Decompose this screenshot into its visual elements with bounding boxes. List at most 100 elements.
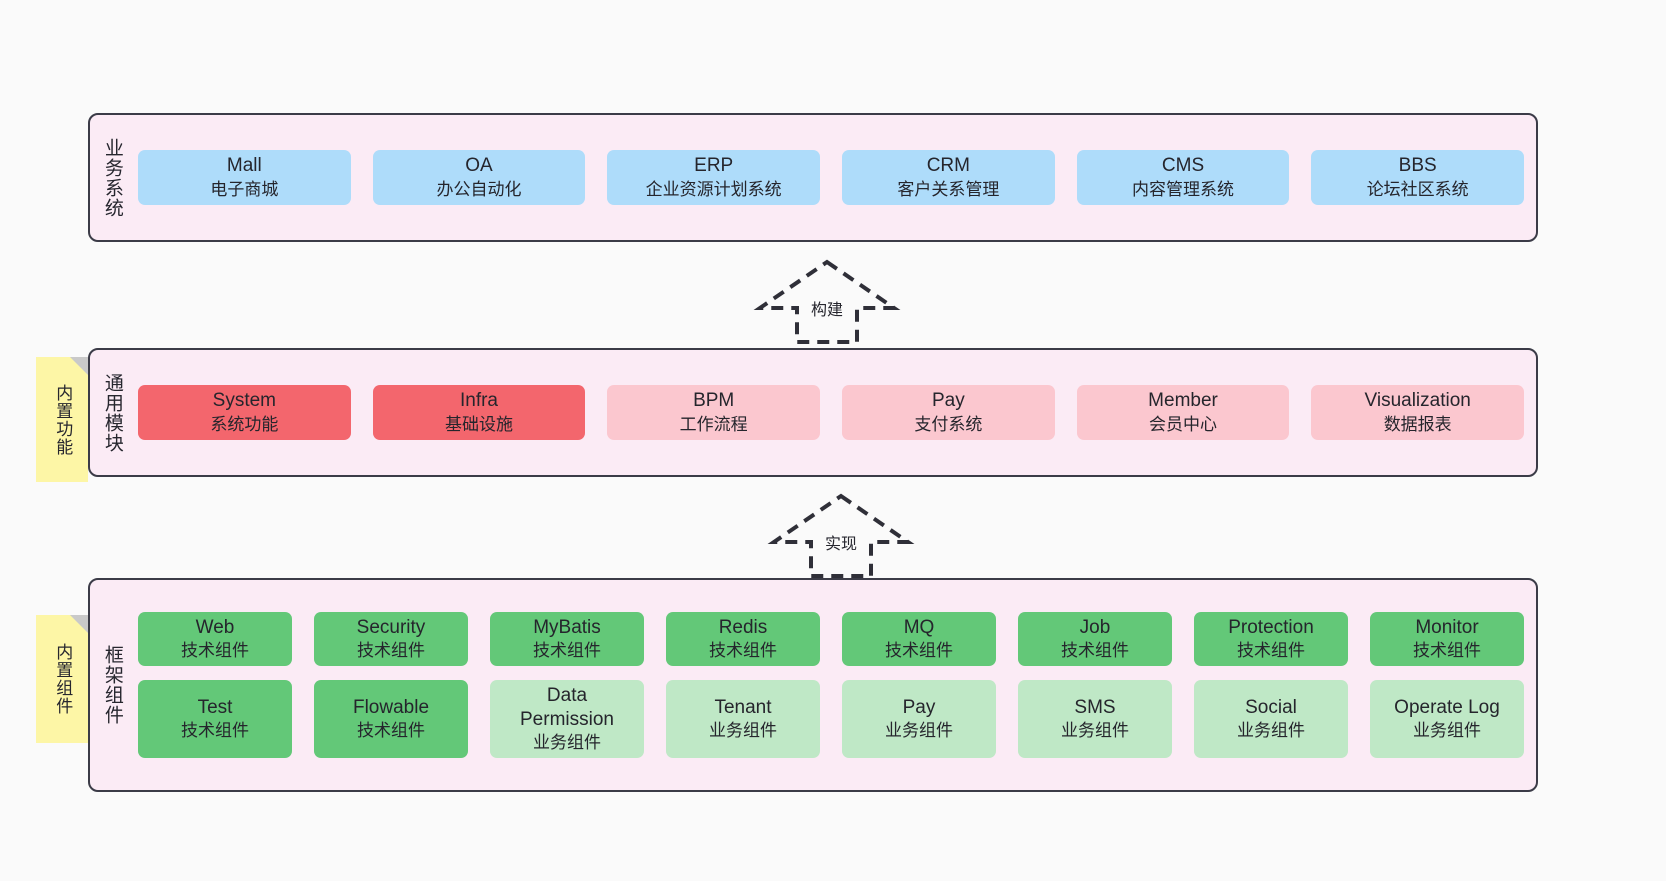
card-flowable[interactable]: Flowable 技术组件 <box>314 679 468 759</box>
card-sms[interactable]: SMS 业务组件 <box>1018 679 1172 759</box>
card-mybatis[interactable]: MyBatis 技术组件 <box>490 611 644 666</box>
card-operate-log[interactable]: Operate Log 业务组件 <box>1370 679 1524 759</box>
card-pay[interactable]: Pay 支付系统 <box>842 385 1055 440</box>
card-visualization[interactable]: Visualization 数据报表 <box>1311 385 1525 440</box>
section-title-framework-components: 框架组件 <box>101 645 123 725</box>
card-subtitle: 技术组件 <box>709 641 777 661</box>
card-title: BBS <box>1398 155 1437 177</box>
card-row: System 系统功能 Infra 基础设施 BPM 工作流程 Pay 支付系统… <box>138 385 1525 440</box>
sticky-note-builtin-components: 内置组件 <box>36 615 88 743</box>
card-bbs[interactable]: BBS 论坛社区系统 <box>1311 150 1525 205</box>
card-tenant[interactable]: Tenant 业务组件 <box>666 679 820 759</box>
card-monitor[interactable]: Monitor 技术组件 <box>1370 611 1524 666</box>
connector-implement-arrow: 实现 <box>766 492 916 580</box>
card-subtitle: 业务组件 <box>533 733 601 753</box>
card-subtitle: 业务组件 <box>1061 721 1129 741</box>
card-subtitle: 技术组件 <box>1237 641 1305 661</box>
card-system[interactable]: System 系统功能 <box>138 385 351 440</box>
card-title: Security <box>356 616 426 638</box>
card-subtitle: 支付系统 <box>914 414 983 434</box>
up-arrow-dashed-icon <box>767 493 915 578</box>
section-body-business-systems: Mall 电子商城 OA 办公自动化 ERP 企业资源计划系统 CRM 客户关系… <box>134 115 1536 240</box>
card-title: Job <box>1079 616 1111 638</box>
card-title: Infra <box>459 390 499 412</box>
card-title: Visualization <box>1364 390 1471 412</box>
card-subtitle: 基础设施 <box>445 414 513 434</box>
card-title: CMS <box>1161 155 1205 177</box>
card-row: Mall 电子商城 OA 办公自动化 ERP 企业资源计划系统 CRM 客户关系… <box>138 150 1525 205</box>
section-common-modules: 通用模块 System 系统功能 Infra 基础设施 BPM 工作流程 Pay… <box>88 348 1538 477</box>
card-title: Mall <box>226 155 262 177</box>
card-pay-business[interactable]: Pay 业务组件 <box>842 679 996 759</box>
card-title: Operate Log <box>1394 697 1500 718</box>
card-subtitle: 企业资源计划系统 <box>645 179 782 199</box>
card-test[interactable]: Test 技术组件 <box>138 679 292 759</box>
connector-label: 构建 <box>810 302 843 319</box>
card-subtitle: 技术组件 <box>1413 641 1481 661</box>
card-mall[interactable]: Mall 电子商城 <box>138 150 351 205</box>
card-redis[interactable]: Redis 技术组件 <box>666 611 820 666</box>
card-bpm[interactable]: BPM 工作流程 <box>607 385 821 440</box>
card-data-permission[interactable]: Data Permission 业务组件 <box>490 679 644 759</box>
card-subtitle: 业务组件 <box>1413 721 1481 741</box>
card-title: SMS <box>1074 697 1116 718</box>
connector-label: 实现 <box>824 536 857 553</box>
card-title: MyBatis <box>533 616 601 638</box>
card-row-tech: Web 技术组件 Security 技术组件 MyBatis 技术组件 Redi… <box>138 611 1524 666</box>
section-title-common-modules: 通用模块 <box>101 372 123 453</box>
card-subtitle: 技术组件 <box>1061 641 1129 661</box>
card-oa[interactable]: OA 办公自动化 <box>372 150 586 205</box>
section-framework-components: 框架组件 Web 技术组件 Security 技术组件 MyBatis 技术组件… <box>88 578 1538 792</box>
section-body-common-modules: System 系统功能 Infra 基础设施 BPM 工作流程 Pay 支付系统… <box>134 350 1536 475</box>
card-subtitle: 办公自动化 <box>436 179 522 199</box>
card-web[interactable]: Web 技术组件 <box>138 611 292 666</box>
card-title: Redis <box>718 616 768 638</box>
card-title: Social <box>1245 697 1297 718</box>
card-subtitle: 工作流程 <box>679 414 748 434</box>
card-subtitle: 技术组件 <box>533 641 601 661</box>
card-subtitle: 数据报表 <box>1383 414 1452 434</box>
note-fold-corner-icon <box>70 357 88 375</box>
card-title: System <box>212 390 277 412</box>
card-job[interactable]: Job 技术组件 <box>1018 611 1172 666</box>
card-infra[interactable]: Infra 基础设施 <box>372 385 586 440</box>
card-title: Pay <box>931 390 965 412</box>
up-arrow-dashed-icon <box>753 259 901 344</box>
card-title: Monitor <box>1415 616 1479 638</box>
card-subtitle: 技术组件 <box>181 641 249 661</box>
card-title: Web <box>195 616 235 638</box>
card-crm[interactable]: CRM 客户关系管理 <box>842 150 1055 205</box>
section-title-business-systems: 业务系统 <box>101 137 123 218</box>
card-title: BPM <box>693 390 735 412</box>
card-subtitle: 会员中心 <box>1149 414 1218 434</box>
card-cms[interactable]: CMS 内容管理系统 <box>1076 150 1290 205</box>
card-title: Flowable <box>352 697 430 718</box>
sticky-note-builtin-features: 内置功能 <box>36 357 88 482</box>
card-protection[interactable]: Protection 技术组件 <box>1194 611 1348 666</box>
card-title: MQ <box>903 616 935 638</box>
connector-build-arrow: 构建 <box>752 258 902 346</box>
card-subtitle: 系统功能 <box>210 414 279 434</box>
card-title: Tenant <box>714 697 772 718</box>
card-erp[interactable]: ERP 企业资源计划系统 <box>607 150 821 205</box>
card-title: Member <box>1148 390 1218 412</box>
card-subtitle: 客户关系管理 <box>897 179 1000 199</box>
sticky-note-text: 内置组件 <box>53 643 73 715</box>
card-subtitle: 业务组件 <box>709 721 777 741</box>
card-subtitle: 技术组件 <box>885 641 953 661</box>
card-security[interactable]: Security 技术组件 <box>314 611 468 666</box>
section-body-framework-components: Web 技术组件 Security 技术组件 MyBatis 技术组件 Redi… <box>134 580 1536 790</box>
card-subtitle: 技术组件 <box>357 641 425 661</box>
card-subtitle: 论坛社区系统 <box>1366 179 1469 199</box>
card-subtitle: 技术组件 <box>181 721 249 741</box>
card-title: Pay <box>902 697 936 718</box>
card-mq[interactable]: MQ 技术组件 <box>842 611 996 666</box>
card-title: ERP <box>694 155 734 177</box>
card-subtitle: 技术组件 <box>357 721 425 741</box>
card-social[interactable]: Social 业务组件 <box>1194 679 1348 759</box>
card-subtitle: 内容管理系统 <box>1132 179 1235 199</box>
note-fold-corner-icon <box>70 615 88 633</box>
card-subtitle: 业务组件 <box>885 721 953 741</box>
card-member[interactable]: Member 会员中心 <box>1076 385 1290 440</box>
